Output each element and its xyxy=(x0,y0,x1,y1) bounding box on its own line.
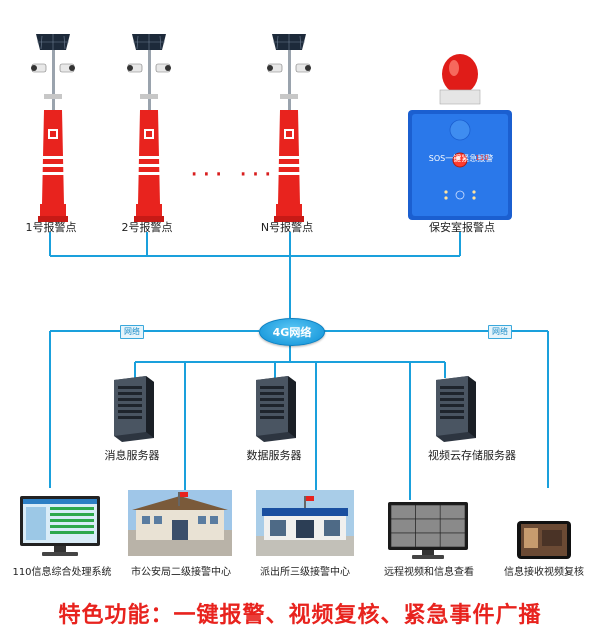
alarm-point-1-label: 1号报警点 xyxy=(25,221,77,234)
feature-title: 特色功能：一键报警、视频复核、紧急事件广播 xyxy=(58,603,542,628)
sos-alarm-box xyxy=(408,54,512,220)
terminal-remote-label: 远程视频和信息查看 xyxy=(384,567,474,578)
network-hub: 4G网络 xyxy=(259,318,325,346)
terminal-110-label: 110信息综合处理系统 xyxy=(12,567,112,578)
video-cloud-server-label: 视频云存储服务器 xyxy=(428,449,516,462)
alarm-pole-1 xyxy=(31,34,75,222)
sos-box-face-text: SOS一键紧急报警 xyxy=(428,154,494,163)
alarm-point-2-label: 2号报警点 xyxy=(121,221,173,234)
sos-box-badge-right: 110 xyxy=(475,154,489,162)
video-cloud-server-icon xyxy=(436,376,476,442)
link-tag-right: 网络 xyxy=(488,325,512,339)
alarm-pole-n xyxy=(267,34,311,222)
message-server-label: 消息服务器 xyxy=(104,449,160,462)
alarm-pole-2 xyxy=(127,34,171,222)
data-server-label: 数据服务器 xyxy=(246,449,302,462)
message-server-icon xyxy=(114,376,154,442)
data-server-icon xyxy=(256,376,296,442)
remote-video-monitor-icon xyxy=(388,502,468,559)
tablet-icon xyxy=(517,521,571,559)
police-station-image xyxy=(256,490,354,556)
link-tag-left: 网络 xyxy=(120,325,144,339)
city-police-building-image xyxy=(128,490,232,556)
alarm-point-n-label: N号报警点 xyxy=(260,221,314,234)
terminal-mobile-label: 信息接收视频复核 xyxy=(504,567,584,578)
terminal-station-label: 派出所三级接警中心 xyxy=(260,567,350,578)
ellipsis-dots: ··· ··· xyxy=(190,160,276,190)
terminal-city-police-label: 市公安局二级接警中心 xyxy=(131,567,231,578)
monitor-110-icon xyxy=(20,496,100,556)
security-room-label: 保安室报警点 xyxy=(429,221,495,234)
